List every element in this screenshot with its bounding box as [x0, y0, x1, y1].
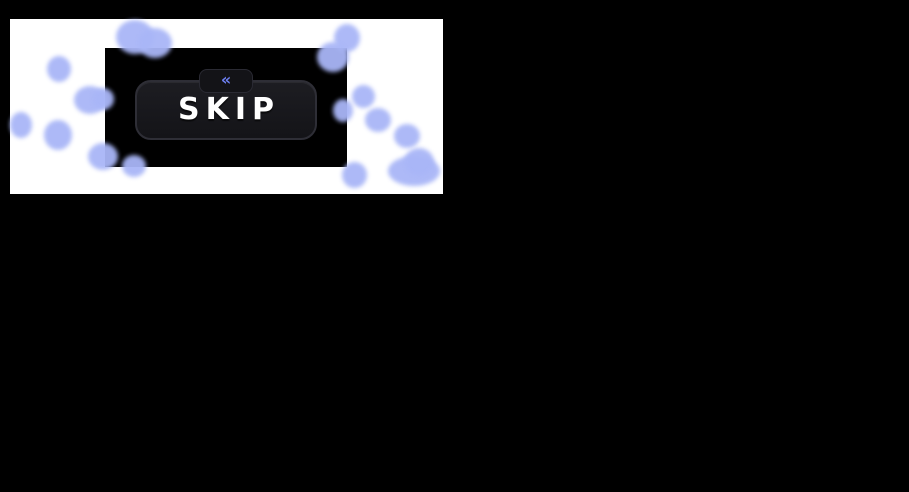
- double-chevron-left-icon: «: [220, 69, 232, 89]
- collapse-tab[interactable]: «: [199, 68, 253, 93]
- skip-button-label: SKIP: [177, 92, 280, 127]
- ad-panel: « SKIP: [10, 19, 443, 194]
- skip-button[interactable]: « SKIP: [135, 68, 317, 140]
- ad-content-area: « SKIP: [105, 48, 347, 167]
